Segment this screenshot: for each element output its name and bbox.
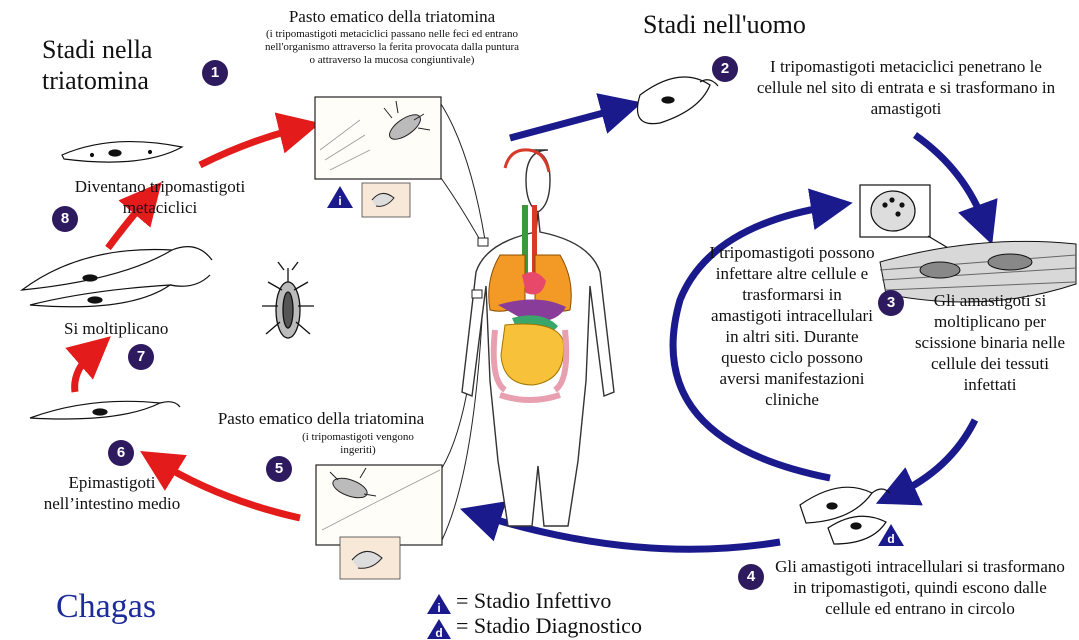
arrow-entry-to-step2 [510, 108, 622, 138]
infective-triangle-icon: i [426, 593, 452, 615]
epimastigote-midgut [30, 401, 180, 419]
svg-text:d: d [435, 626, 442, 640]
step4-text: Gli amastigoti intracellulari si trasfor… [770, 556, 1070, 619]
step2-text: I tripomastigoti metaciclici penetrano l… [746, 56, 1066, 119]
step1-badge: 1 [202, 60, 228, 86]
step3-text: Gli amastigoti si moltiplicano per sciss… [910, 290, 1070, 395]
arrow-step8-to-step1 [200, 128, 300, 165]
step5-note: (i tripomastigoti vengono ingeriti) [288, 431, 428, 457]
legend-diagnostic-label: = Stadio Diagnostico [456, 613, 642, 638]
step3-badge: 3 [878, 290, 904, 316]
bug-bite-inset-top [315, 97, 441, 217]
kissing-bug-illustration [262, 262, 314, 338]
arrow-step3-to-step4 [895, 420, 975, 495]
disease-title: Chagas [56, 588, 156, 626]
trypomastigote-entry [638, 77, 719, 124]
legend-infective: i = Stadio Infettivo [426, 589, 611, 615]
step8-badge: 8 [52, 206, 78, 232]
step1-note: (i tripomastigoti metaciclici passano ne… [262, 28, 522, 67]
step5-badge: 5 [266, 456, 292, 482]
trypomastigotes-leaving-cell [800, 487, 890, 544]
bug-bite-inset-bottom [316, 465, 442, 579]
arrow-step6-to-step7 [75, 350, 95, 392]
human-body-illustration [462, 150, 614, 526]
step6-badge: 6 [108, 440, 134, 466]
dividing-epimastigotes [22, 247, 212, 307]
step1-title: Pasto ematico della triatomina [232, 6, 552, 27]
metacyclic-trypomastigote-top-left [62, 142, 182, 163]
inner-cycle-text: I tripomastigoti possono infettare altre… [708, 242, 876, 410]
step4-badge: 4 [738, 564, 764, 590]
legend-diagnostic: d = Stadio Diagnostico [426, 614, 642, 640]
title-human-stages: Stadi nell'uomo [643, 9, 806, 40]
legend-infective-label: = Stadio Infettivo [456, 588, 611, 613]
step6-text: Epimastigoti nell’intestino medio [24, 472, 200, 514]
step7-text: Si moltiplicano [64, 318, 168, 339]
title-vector-stages: Stadi nella triatomina [42, 34, 202, 96]
step2-badge: 2 [712, 56, 738, 82]
step7-badge: 7 [128, 344, 154, 370]
diagnostic-triangle-icon: d [426, 618, 452, 640]
step5-title: Pasto ematico della triatomina [176, 408, 466, 429]
